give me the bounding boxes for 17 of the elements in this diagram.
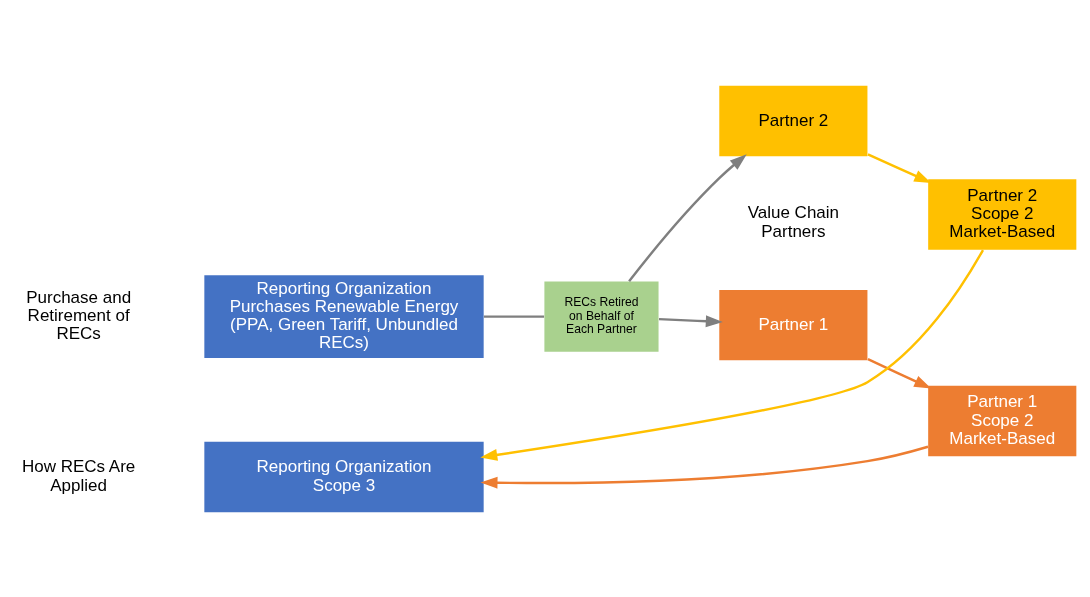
arrow (658, 314, 723, 327)
arrow (480, 248, 985, 461)
arrow (867, 152, 932, 183)
node-box: Partner 2 Scope 2 Market-Based (928, 178, 1077, 250)
node-box: Reporting Organization Purchases Renewable Energy (PPA, Green Tariff, Unbundled RECs) (204, 274, 484, 358)
node-box: Partner 2 (719, 85, 868, 156)
node-box: Partner 1 (719, 289, 868, 360)
label: Value Chain Partners (747, 202, 840, 241)
node-box: Reporting Organization Scope 3 (204, 441, 484, 512)
arrow (628, 153, 747, 282)
arrow (867, 357, 932, 389)
node-box: Partner 1 Scope 2 Market-Based (928, 385, 1077, 456)
arrow (480, 445, 929, 489)
label: Purchase and Retirement of RECs (26, 287, 132, 343)
connector (483, 314, 545, 318)
label: How RECs Are Applied (21, 456, 136, 495)
node-box: RECs Retired on Behalf of Each Partner (544, 280, 659, 352)
